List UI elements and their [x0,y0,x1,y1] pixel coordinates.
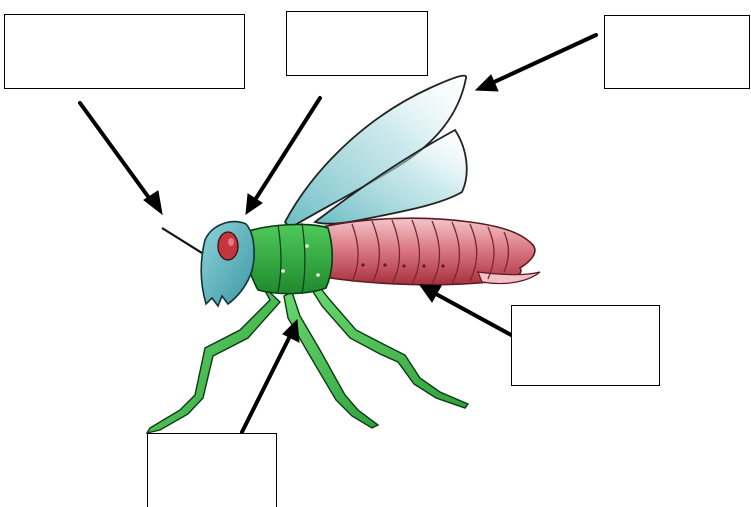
thorax [246,223,333,294]
wings [285,76,467,228]
arrow-to-leg [242,320,299,432]
compound-eye [218,232,238,260]
head [162,222,254,306]
leg-front [147,285,280,433]
label-box-wing[interactable] [604,15,750,89]
label-box-head[interactable] [286,11,428,76]
label-box-antenna[interactable] [4,14,245,89]
legs [147,285,468,433]
arrow-to-wing [476,35,596,91]
abdomen [318,218,540,285]
arrow-to-antenna [80,103,162,214]
label-box-abdomen[interactable] [511,305,660,386]
label-box-leg[interactable] [147,433,277,507]
arrow-to-abdomen [420,285,513,336]
